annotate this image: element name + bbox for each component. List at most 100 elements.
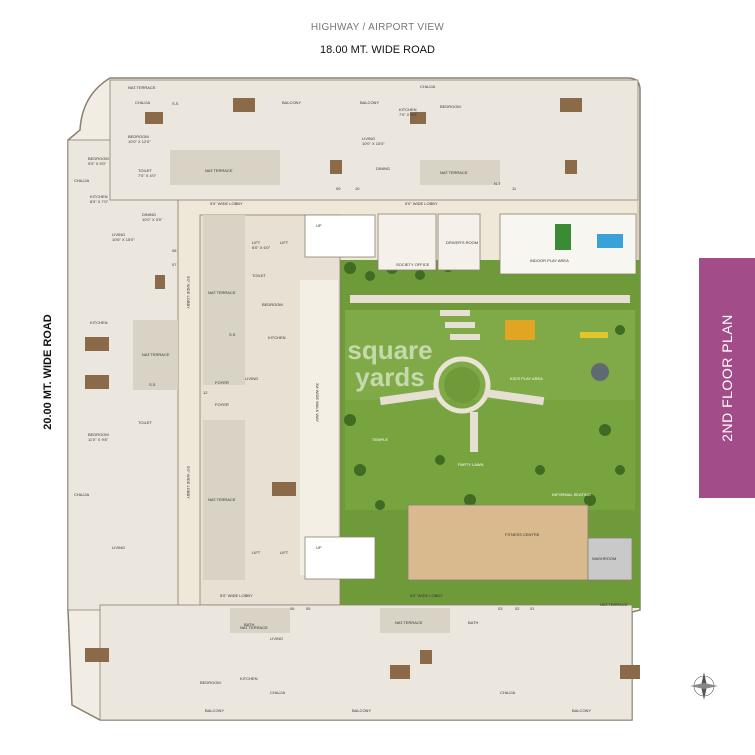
lobby-label-top-left: 5'0" WIDE LOBBY xyxy=(210,201,243,206)
dining-dim-1: 10'0" X 3'0" xyxy=(142,217,163,222)
balcony-label-5: BALCONY xyxy=(572,708,592,713)
kids-play-circle xyxy=(433,356,491,414)
bedroom-label-3: BEDROOM xyxy=(88,432,109,437)
nat-terrace-label-9: NAT.TERRACE xyxy=(600,602,628,607)
walkway-label: 3M WIDE WALK WAY xyxy=(315,382,321,423)
nat-terrace-label-3: NAT.TERRACE xyxy=(205,168,233,173)
toilet-label-3: TOILET xyxy=(252,273,266,278)
bath-label-1: BATH xyxy=(244,622,255,627)
unit-number-03: 03 xyxy=(498,606,503,611)
unit-number-07: 07 xyxy=(172,262,177,267)
play-equipment-1 xyxy=(505,320,535,340)
washroom-room xyxy=(587,537,633,581)
unit-number-09: 09 xyxy=(336,186,341,191)
unit-number-10: 10 xyxy=(355,186,360,191)
compass-icon xyxy=(690,672,718,700)
balcony-label-1: BALCONY xyxy=(282,100,302,105)
stair-up-label-1: UP xyxy=(316,223,322,228)
living-label-5: LIVING xyxy=(270,636,284,641)
lift-label-1: LIFT xyxy=(252,240,261,245)
nat-terrace-label-7: NAT TERRACE xyxy=(240,625,268,630)
unit-number-06: 06 xyxy=(290,606,295,611)
bath-label-2: BATH xyxy=(468,620,479,625)
furniture xyxy=(85,98,640,679)
living-dim-2: 10'0" X 15'0" xyxy=(362,141,385,146)
bedroom-label-6: BEDROOM xyxy=(200,680,221,685)
lift-label-3: LIFT xyxy=(252,550,261,555)
living-label-1: LIVING xyxy=(112,232,126,237)
dining-label-2: DINING xyxy=(376,166,390,171)
stair-top xyxy=(304,214,376,258)
lobby-label-bottom-right: 5'0" WIDE LOBBY xyxy=(410,593,443,598)
chajja-label-6: CHAJJA xyxy=(500,690,516,695)
bedroom-label-2: BEDROOM xyxy=(88,156,109,161)
stair-up-label-2: UP xyxy=(316,545,322,550)
top-road-label: 18.00 MT. WIDE ROAD xyxy=(320,44,435,56)
unit-number-01: 01 xyxy=(530,606,535,611)
society-office-label: SOCIETY OFFICE xyxy=(396,262,430,267)
living-label-4: LIVING xyxy=(245,376,259,381)
nt-label: N.T xyxy=(494,181,501,186)
nat-terrace-label-6: NAT.TERRACE xyxy=(395,620,423,625)
kids-play-center xyxy=(444,367,480,403)
kitchen-label-1: KITCHEN xyxy=(90,194,108,199)
chajja-label-3: CHAJJA xyxy=(74,178,90,183)
chajja-label-1: CHAJJA xyxy=(135,100,151,105)
unit-number-12: 12 xyxy=(203,390,208,395)
kitchen-label-3: KITCHEN xyxy=(268,335,286,340)
toilet-label-2: TOILET xyxy=(138,420,152,425)
temple-label: TEMPLE xyxy=(372,437,389,442)
party-lawn-label: PARTY LAWN xyxy=(458,462,484,467)
fitness-room xyxy=(407,504,589,581)
nat-terrace-spine-2 xyxy=(203,420,245,580)
lobby-label-top-right: 5'0" WIDE LOBBY xyxy=(405,201,438,206)
fitness-centre-label: FITNESS CENTRE xyxy=(505,532,540,537)
living-label-3: LIVING xyxy=(112,545,126,550)
unit-number-05: 05 xyxy=(306,606,311,611)
society-office-room xyxy=(377,213,437,271)
lobby-label-left-vertical-2: 5'0" WIDE LOBBY xyxy=(185,466,191,499)
bedroom-label-1: BEDROOM xyxy=(128,134,149,139)
nat-terrace-label-1: NAT.TERRACE xyxy=(208,290,236,295)
nat-terrace-label-5: NAT.TERRACE xyxy=(142,352,170,357)
bedroom-dim-2: 9'0" X 9'0" xyxy=(88,161,107,166)
lift-dim-1: 6'0" X 6'0" xyxy=(252,245,271,250)
nat-terrace-spine xyxy=(203,215,245,385)
nat-terrace-label-8: NAT.TERRACE xyxy=(128,85,156,90)
washroom-label: WASHROOM xyxy=(592,556,617,561)
kitchen-label-5: KITCHEN xyxy=(240,676,258,681)
floor-title-tab: 2ND FLOOR PLAN xyxy=(699,258,755,498)
trees xyxy=(344,260,625,510)
drivers-room-label: DRIVER'S ROOM xyxy=(446,240,479,245)
chajja-label-4: CHAJJA xyxy=(74,492,90,497)
foyer-label-2: FOYER xyxy=(215,402,229,407)
watermark-line2: yards xyxy=(355,362,425,392)
ss-label-2: S.S xyxy=(229,332,236,337)
top-nat-terrace xyxy=(170,150,280,185)
chajja-label-5: CHAJJA xyxy=(270,690,286,695)
stair-bottom xyxy=(304,536,376,580)
bottom-nat-terrace xyxy=(230,608,290,633)
balcony-label-2: BALCONY xyxy=(360,100,380,105)
watermark-line1: square xyxy=(347,335,433,365)
balcony-label-4: BALCONY xyxy=(352,708,372,713)
top-view-label: HIGHWAY / AIRPORT VIEW xyxy=(310,22,445,33)
foyer-label-1: FOYER xyxy=(215,380,229,385)
bedroom-label-4: BEDROOM xyxy=(262,302,283,307)
lift-label-2: LIFT xyxy=(280,240,289,245)
trampoline xyxy=(591,363,609,381)
informal-seating-label: INFORMAL SEATING xyxy=(552,492,591,497)
carrom-table xyxy=(555,224,571,250)
play-equipment-2 xyxy=(580,332,608,338)
walkway xyxy=(300,280,338,575)
kids-play-label: KID'S PLAY AREA xyxy=(510,376,543,381)
ss-label-1: S.S xyxy=(172,101,179,106)
toilet-dim-1: 7'0" X 4'0" xyxy=(138,173,157,178)
chajja-label-2: CHAJJA xyxy=(420,84,436,89)
indoor-play-label: INDOOR PLAY AREA xyxy=(530,258,569,263)
living-dim-1: 10'6" X 15'0" xyxy=(112,237,135,242)
top-nat-terrace-2 xyxy=(420,160,500,185)
kitchen-dim-1: 8'0" X 7'0" xyxy=(90,199,109,204)
balcony-label-3: BALCONY xyxy=(205,708,225,713)
